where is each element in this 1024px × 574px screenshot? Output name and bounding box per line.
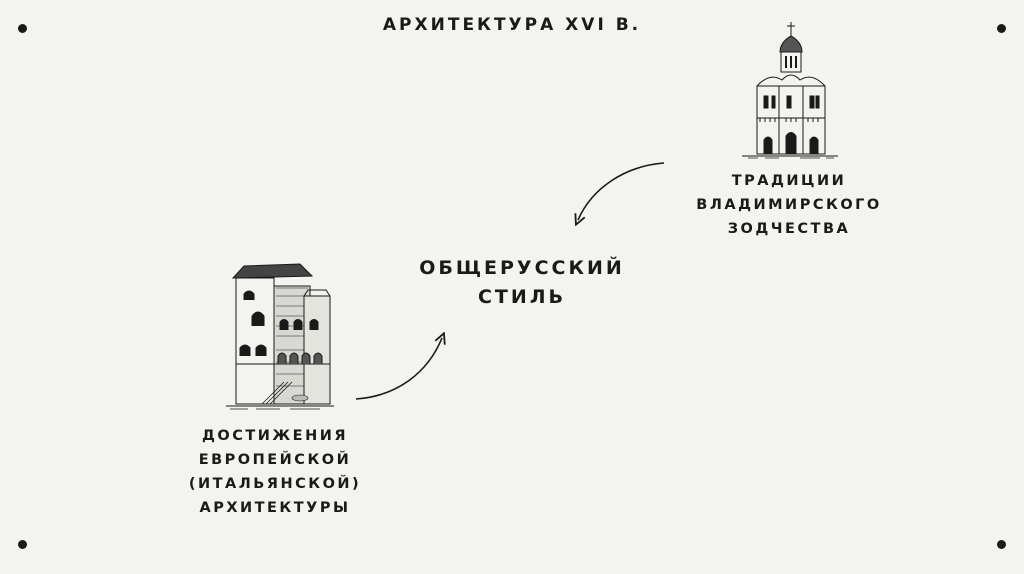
palazzo-icon	[226, 263, 334, 410]
central-concept-line: СТИЛЬ	[477, 286, 567, 309]
arrow-from-europe	[355, 338, 442, 400]
caption-line: ВЛАДИМИРСКОГО	[696, 196, 882, 213]
european-achievements-caption: ДОСТИЖЕНИЯ ЕВРОПЕЙСКОЙ (ИТАЛЬЯНСКОЙ) АРХ…	[150, 425, 400, 521]
caption-line: ЕВРОПЕЙСКОЙ	[198, 451, 352, 468]
central-concept: ОБЩЕРУССКИЙ СТИЛЬ	[372, 254, 672, 313]
church-icon	[742, 22, 838, 159]
caption-line: ТРАДИЦИИ	[731, 173, 847, 189]
corner-dot-bottom-right	[997, 540, 1006, 549]
caption-line: АРХИТЕКТУРЫ	[199, 499, 351, 516]
caption-line: ЗОДЧЕСТВА	[727, 220, 851, 237]
vladimir-traditions-caption: ТРАДИЦИИ ВЛАДИМИРСКОГО ЗОДЧЕСТВА	[664, 170, 914, 242]
slide-title: АРХИТЕКТУРА XVI В.	[382, 15, 642, 35]
corner-dot-bottom-left	[18, 540, 27, 549]
central-concept-line: ОБЩЕРУССКИЙ	[419, 257, 625, 279]
arrow-from-vladimir	[578, 162, 665, 220]
caption-line: (ИТАЛЬЯНСКОЙ)	[188, 475, 362, 492]
corner-dot-top-right	[997, 24, 1006, 33]
caption-line: ДОСТИЖЕНИЯ	[202, 428, 348, 444]
corner-dot-top-left	[18, 24, 27, 33]
